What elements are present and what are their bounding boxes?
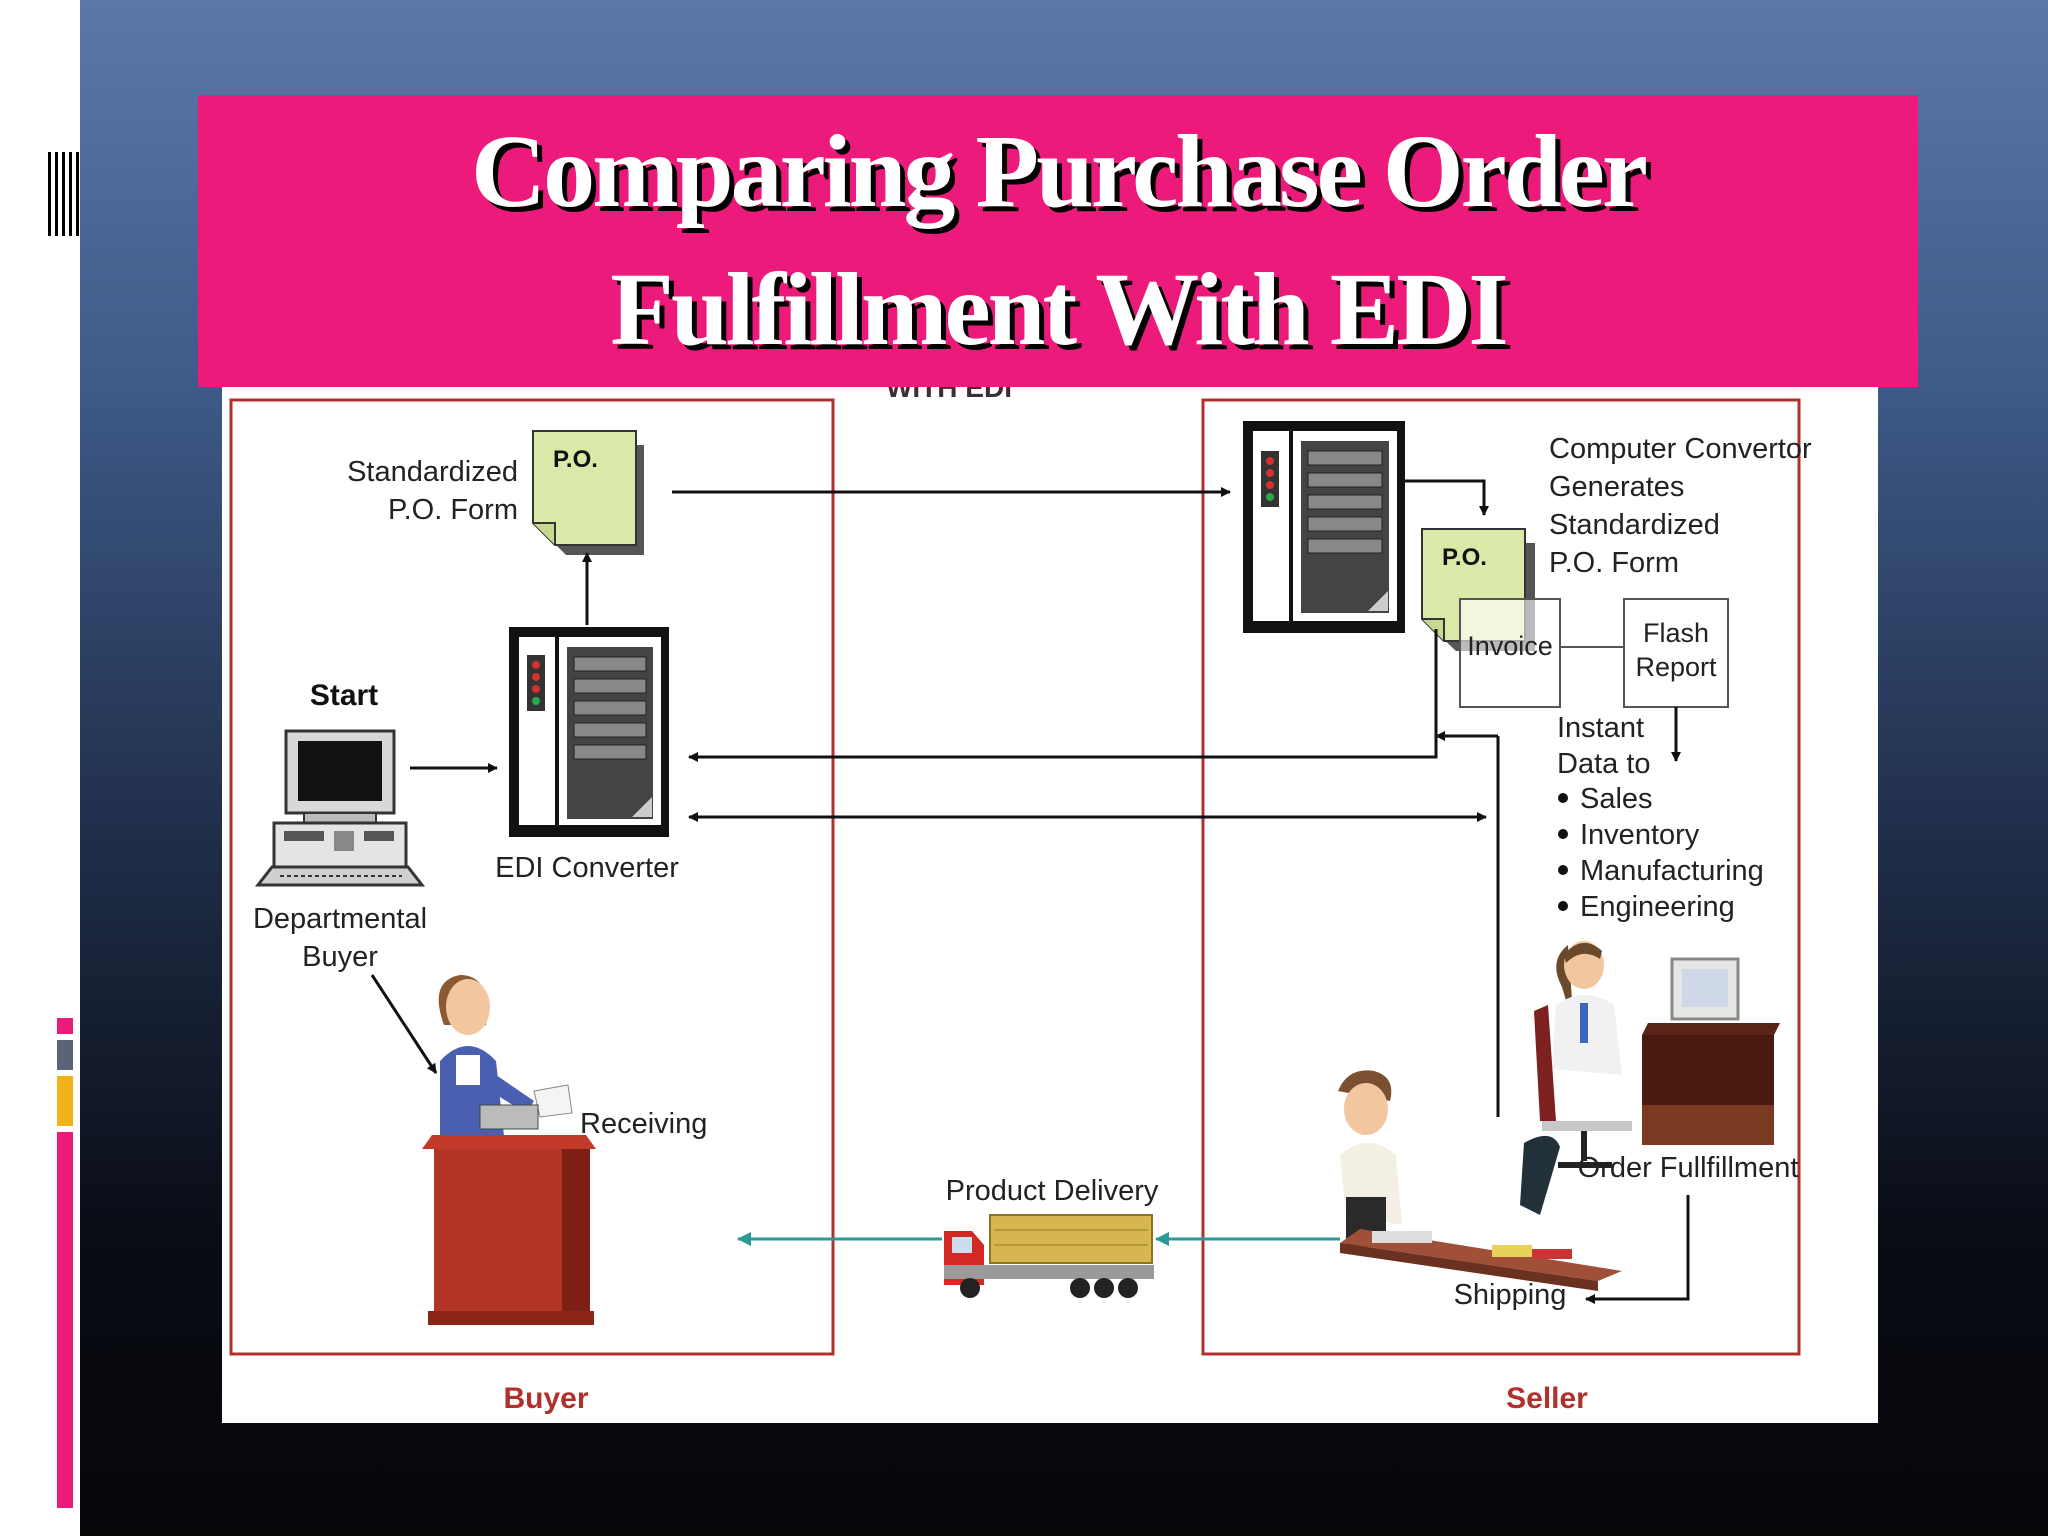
start-label: Start	[310, 679, 378, 712]
seller-region-box	[1201, 398, 1801, 1356]
header-fragment: WITH EDI	[886, 385, 1012, 403]
computer-convertor-label-3: Standardized	[1549, 509, 1720, 541]
data-target-manufacturing: Manufacturing	[1580, 855, 1764, 887]
departmental-buyer-label-1: Departmental	[253, 903, 427, 935]
desktop-computer-icon	[254, 729, 426, 887]
po-document-label: P.O.	[553, 446, 598, 473]
data-target-engineering: Engineering	[1580, 891, 1735, 923]
slide-title-line-2: Fulfillment With EDI	[610, 252, 1508, 367]
arrow-server-to-seller-po	[1397, 479, 1489, 516]
slide-title-banner: Comparing Purchase Order Fulfillment Wit…	[198, 95, 1918, 387]
accent-bar-gray	[57, 1040, 73, 1070]
invoice-label: Invoice	[1467, 631, 1553, 661]
invoice-box	[1459, 598, 1561, 708]
seller-label: Seller	[1506, 1382, 1588, 1415]
data-target-sales: Sales	[1580, 783, 1653, 815]
data-target-inventory: Inventory	[1580, 819, 1700, 851]
instant-data-label-1: Instant	[1557, 712, 1644, 744]
left-decorative-strip	[0, 0, 80, 1536]
computer-convertor-label-4: P.O. Form	[1549, 547, 1679, 579]
flash-report-label-2: Report	[1635, 652, 1717, 682]
edi-diagram: WITH EDI Buyer Seller Standardized P.O. …	[222, 385, 1878, 1423]
accent-bar-pink-long	[57, 1132, 73, 1508]
accent-bar-yellow	[57, 1076, 73, 1126]
slide-title-line-1: Comparing Purchase Order	[471, 114, 1648, 229]
computer-convertor-label-1: Computer Convertor	[1549, 433, 1812, 465]
delivery-truck-icon	[944, 1214, 1154, 1298]
receiving-desk-icon	[422, 1135, 596, 1325]
computer-convertor-server-icon	[1243, 421, 1405, 633]
edi-converter-label: EDI Converter	[495, 852, 679, 884]
edi-converter-server-icon	[509, 627, 669, 837]
shipping-worker-icon	[1338, 1070, 1622, 1291]
buyer-label: Buyer	[503, 1382, 588, 1415]
standardized-po-form-label-1: Standardized	[347, 456, 518, 488]
order-fulfillment-label: Order Fullfillment	[1578, 1152, 1799, 1184]
arrow-fulfillment-to-shipping	[1585, 1195, 1690, 1304]
receiving-label: Receiving	[580, 1108, 707, 1140]
instant-data-label-2: Data to	[1557, 748, 1651, 780]
receiving-clerk-icon	[438, 975, 573, 1155]
flash-report-box	[1623, 598, 1729, 708]
order-fulfillment-worker-icon	[1534, 941, 1780, 1168]
shipping-label: Shipping	[1454, 1279, 1567, 1311]
product-delivery-label: Product Delivery	[946, 1175, 1159, 1207]
standardized-po-form-label-2: P.O. Form	[388, 494, 518, 526]
po-document-icon	[532, 430, 644, 555]
arrow-invoice-to-buyer	[688, 629, 1438, 762]
arrow-buyer-to-receiving	[370, 974, 438, 1074]
computer-convertor-label-2: Generates	[1549, 471, 1684, 503]
flash-report-label-1: Flash	[1643, 618, 1709, 648]
buyer-region-box	[229, 398, 835, 1356]
seller-po-document-label: P.O.	[1442, 544, 1487, 571]
accent-bar-pink-small	[57, 1018, 73, 1034]
data-targets-list	[1558, 793, 1568, 911]
accent-stripes	[48, 152, 80, 236]
departmental-buyer-label-2: Buyer	[302, 941, 378, 973]
